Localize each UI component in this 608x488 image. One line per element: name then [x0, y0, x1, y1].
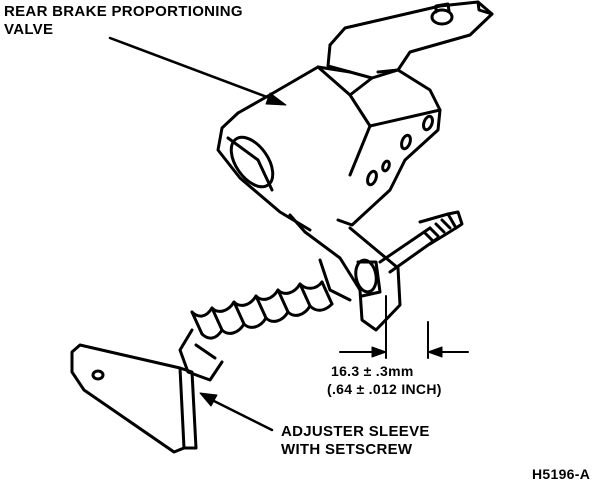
adjuster-label-line-2: WITH SETSCREW [281, 441, 413, 458]
dimension-arrow-right [427, 346, 443, 358]
valve-port-2 [400, 133, 412, 151]
valve-leader-line [108, 36, 277, 102]
dimension-imperial-label: (.64 ± .012 INCH) [327, 381, 442, 397]
figure-id: H5196-A [532, 466, 591, 482]
valve-port-3 [366, 169, 378, 187]
dimension-arrow-left [371, 346, 387, 358]
lever-arm [288, 213, 402, 332]
adjuster-leader-line [206, 396, 274, 432]
valve-leader-arrowhead [265, 92, 287, 106]
valve-bore [229, 135, 275, 189]
title-line-2: VALVE [4, 21, 54, 38]
plate-mounting-hole [91, 369, 105, 381]
bracket-stud [430, 8, 454, 26]
adjuster-leader-arrowhead [199, 392, 218, 407]
title-line-1: REAR BRAKE PROPORTIONING [4, 3, 243, 20]
adjuster-label-line-1: ADJUSTER SLEEVE [281, 423, 430, 440]
valve-port-1 [422, 114, 434, 132]
mounting-bracket [328, 0, 494, 74]
lever-pivot [354, 258, 378, 294]
lower-mounting-plate [70, 343, 186, 454]
dimension-metric-label: 16.3 ± .3mm [331, 363, 414, 379]
adjusting-bolt [378, 226, 440, 274]
